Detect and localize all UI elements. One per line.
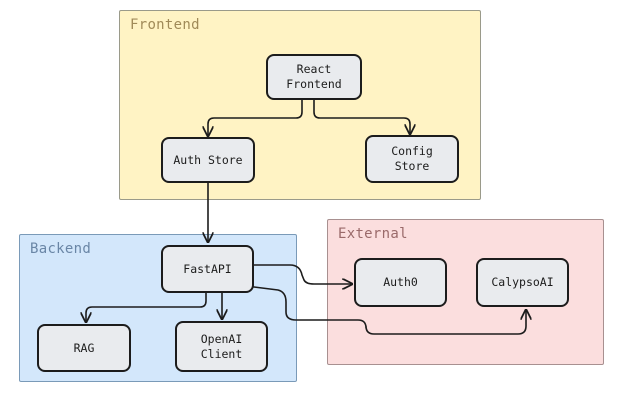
react-frontend-label: React Frontend [286,62,342,91]
edge-fastapi-to-auth0 [253,264,352,284]
calypsoai-label: CalypsoAI [491,275,554,289]
react-frontend-node: React Frontend [266,54,362,100]
rag-node: RAG [37,324,131,372]
edge-react-to-auth-store [208,99,303,136]
openai-client-node: OpenAI Client [175,321,268,372]
frontend-group-title: Frontend [130,17,200,33]
edge-fastapi-to-rag [86,292,207,322]
backend-group-title: Backend [30,241,92,257]
auth0-node: Auth0 [354,258,447,307]
fastapi-node: FastAPI [161,245,254,293]
external-group-title: External [338,226,408,242]
edge-fastapi-to-calypsoai [253,286,526,335]
auth-store-node: Auth Store [161,137,255,183]
calypsoai-node: CalypsoAI [476,258,569,307]
fastapi-label: FastAPI [183,261,232,276]
config-store-label: Config Store [391,144,433,173]
auth0-label: Auth0 [383,275,418,289]
auth-store-label: Auth Store [173,152,243,167]
config-store-node: Config Store [365,135,459,183]
rag-label: RAG [73,340,95,355]
openai-client-label: OpenAI Client [200,331,243,361]
edge-react-to-config-store [313,99,410,134]
